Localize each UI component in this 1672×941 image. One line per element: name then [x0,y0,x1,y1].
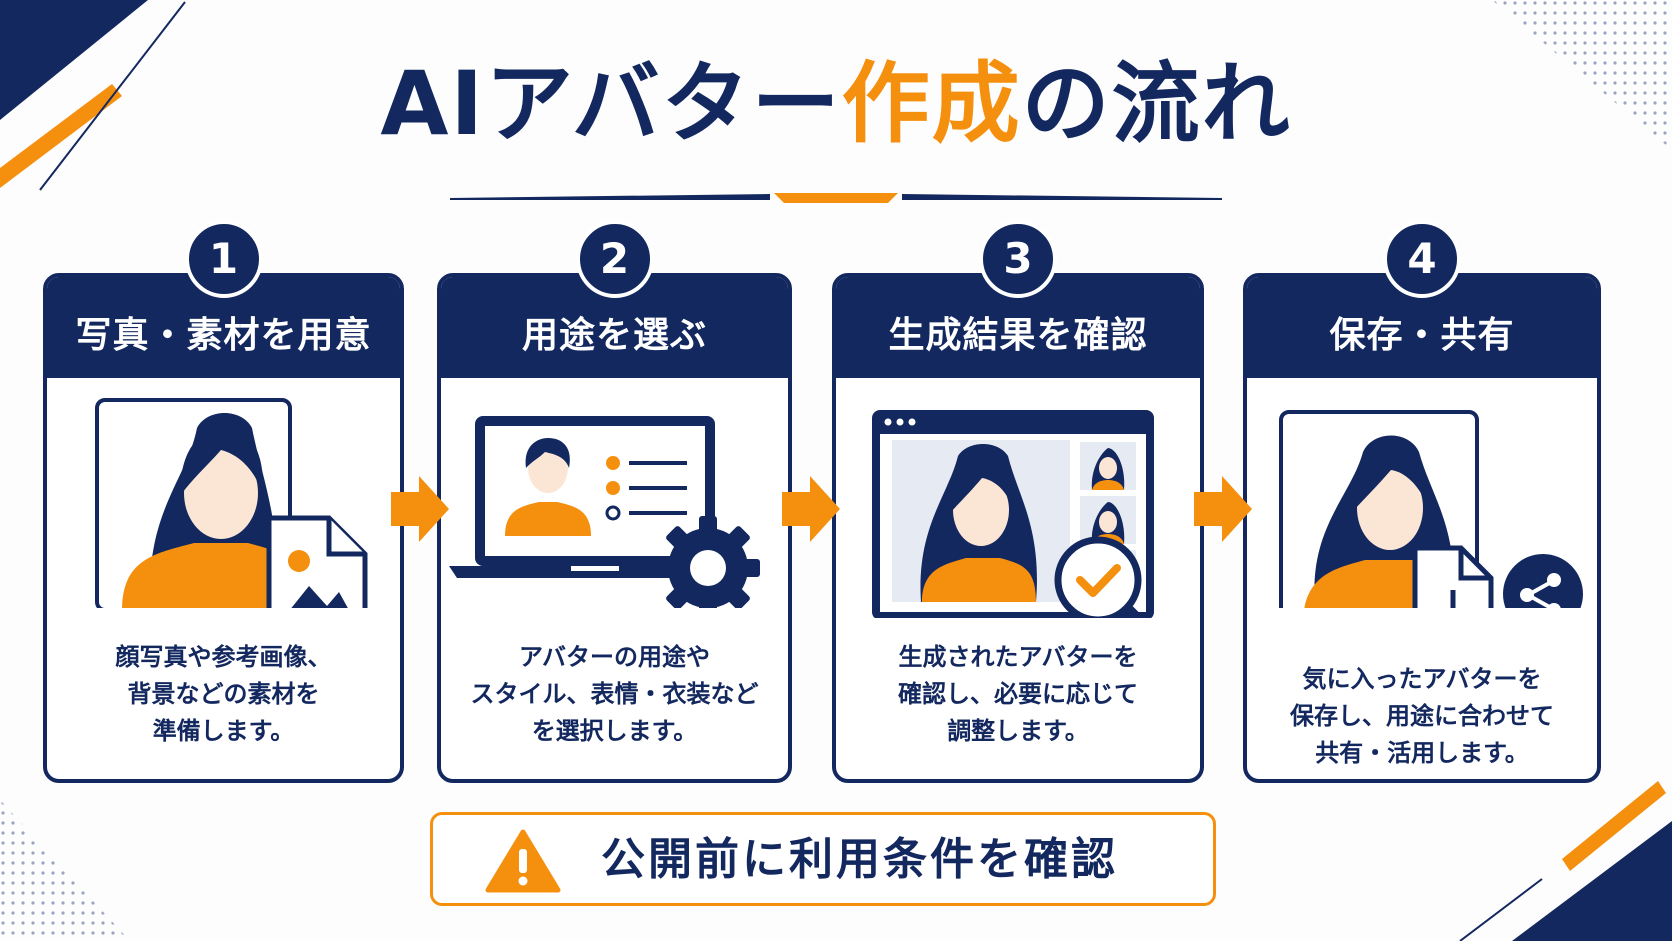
card-frame: 写真・素材を用意 顔写真や参考画像、 背景などの素材を 準備します。 [43,273,404,783]
step-illustration [872,410,1154,618]
description-line: 顔写真や参考画像、 [115,643,332,671]
description-line: 背景などの素材を [127,680,320,708]
warning-icon [485,829,561,893]
step-heading: 写真・素材を用意 [47,277,400,378]
description-line: 調整します。 [947,717,1089,745]
corner-decoration-top-left [0,0,186,191]
step-description: 気に入ったアバターを 保存し、用途に合わせて 共有・活用します。 [1247,661,1597,772]
step-number-badge: 4 [1383,220,1461,298]
step-illustration [449,416,760,608]
description-line: 保存し、用途に合わせて [1290,702,1554,730]
image-file-icon [266,515,368,608]
corner-decoration-bottom-right [1459,781,1672,941]
arrow-right-icon [1194,476,1252,542]
description-line: 準備します。 [152,717,295,745]
thumbnail [1080,496,1136,544]
step-illustration [1279,410,1583,608]
step-number-badge: 3 [979,220,1057,298]
magnifier-check-icon [1054,536,1145,618]
step-number-badge: 1 [184,220,263,298]
person-portrait-icon [95,398,307,608]
share-icon [1503,554,1583,608]
card-frame: 保存・共有 [1243,273,1601,783]
description-line: 気に入ったアバターを [1302,665,1542,693]
step-illustration [95,398,368,608]
notice-box: 公開前に利用条件を確認 [430,812,1216,906]
arrow-right-icon [391,476,449,542]
dot-pattern-bottom-left [0,800,130,941]
step-description: アバターの用途や スタイル、表情・衣装など を選択します。 [441,639,788,750]
step-card-3: 生成結果を確認 [832,220,1204,783]
description-line: アバターの用途や [518,643,711,671]
thumbnail [1080,442,1136,490]
download-file-icon [1412,545,1494,608]
description-line: 共有・活用します。 [1315,739,1529,767]
step-card-4: 保存・共有 [1243,220,1601,783]
card-frame: 用途を選ぶ [437,273,792,783]
dot-pattern-top-right [1492,0,1672,150]
step-description: 顔写真や参考画像、 背景などの素材を 準備します。 [47,639,400,750]
description-line: スタイル、表情・衣装など [470,680,759,708]
title-part-1: AIアバター [380,52,842,155]
title-underline [450,193,1222,203]
notice-text: 公開前に利用条件を確認 [601,834,1118,885]
settings-gear-icon [656,516,760,608]
title-part-2: 作成 [841,52,1022,155]
page-title: AIアバター作成の流れ [0,60,1672,148]
title-part-3: の流れ [1021,52,1292,155]
step-description: 生成されたアバターを 確認し、必要に応じて 調整します。 [836,639,1200,750]
step-card-2: 用途を選ぶ [437,220,792,783]
description-line: 確認し、必要に応じて [898,680,1138,708]
description-line: を選択します。 [531,717,698,745]
card-frame: 生成結果を確認 [832,273,1204,783]
description-line: 生成されたアバターを [898,643,1138,671]
step-card-1: 写真・素材を用意 顔写真や参考画像、 背景などの素材を 準備します。 1 [43,220,404,783]
step-number-badge: 2 [575,220,654,298]
arrow-right-icon [782,476,840,542]
